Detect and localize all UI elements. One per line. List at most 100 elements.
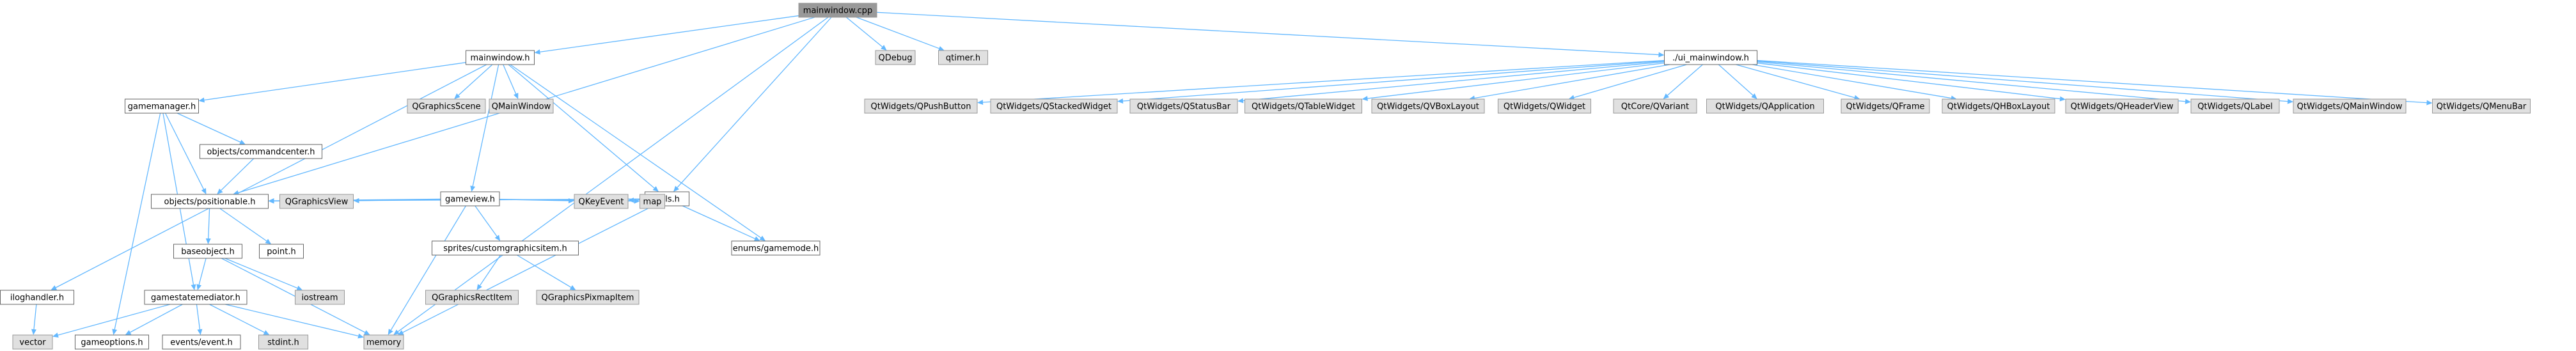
node-objects_positionable_h[interactable]: objects/positionable.h xyxy=(151,194,269,209)
edge-arrowhead xyxy=(1117,98,1124,104)
node-events_event_h[interactable]: events/event.h xyxy=(162,334,241,350)
edge-utils_h-to-memory xyxy=(397,205,654,335)
node-label: sprites/customgraphicsitem.h xyxy=(443,244,567,254)
edge-mainwindow_cpp-to-memory xyxy=(393,17,829,335)
node-mainwindow_h[interactable]: mainwindow.h xyxy=(466,50,535,65)
node-label: map xyxy=(643,198,662,207)
edge-line xyxy=(540,15,799,52)
node-label: vector xyxy=(19,338,46,348)
edge-arrowhead xyxy=(753,236,760,241)
node-qtwidgets_qstackedwidget: QtWidgets/QStackedWidget xyxy=(990,98,1118,114)
edge-ui_mainwindow_h-to-qtwidgets_qstatusbar xyxy=(1237,61,1665,104)
edge-ui_mainwindow_h-to-qtwidgets_qwidget xyxy=(1568,64,1687,100)
edge-line xyxy=(508,64,655,189)
node-gameview_h[interactable]: gameview.h xyxy=(440,191,500,207)
node-box xyxy=(1129,98,1238,114)
edge-line xyxy=(219,208,267,242)
edge-arrowhead xyxy=(569,285,576,290)
node-label: QtWidgets/QVBoxLayout xyxy=(1377,102,1479,112)
edge-line xyxy=(510,64,762,238)
edge-line xyxy=(1757,60,2288,102)
edge-arrowhead xyxy=(265,238,272,244)
edge-arrowhead xyxy=(197,329,203,335)
node-qgraphicsview: QGraphicsView xyxy=(279,194,354,209)
node-box xyxy=(2432,98,2531,114)
node-box xyxy=(258,334,308,350)
node-gamestatemediator_h[interactable]: gamestatemediator.h xyxy=(144,290,247,305)
node-baseobject_h[interactable]: baseobject.h xyxy=(173,244,242,259)
node-box xyxy=(0,290,74,305)
node-box xyxy=(798,3,877,18)
edge-line xyxy=(221,258,365,333)
edge-mainwindow_cpp-to-mainwindow_h xyxy=(534,15,799,55)
node-qmainwindow: QMainWindow xyxy=(489,98,554,114)
node-box xyxy=(938,50,988,65)
edge-arrowhead xyxy=(296,285,303,291)
node-point_h[interactable]: point.h xyxy=(259,244,304,259)
edge-line xyxy=(677,17,832,188)
edge-arrowhead xyxy=(388,329,393,335)
edge-arrowhead xyxy=(357,333,364,339)
node-mainwindow_cpp[interactable]: mainwindow.cpp xyxy=(798,3,877,18)
node-objects_commandcenter_h[interactable]: objects/commandcenter.h xyxy=(200,144,322,159)
node-box xyxy=(440,191,500,207)
edge-line xyxy=(1736,64,1855,98)
node-label: QtWidgets/QMenuBar xyxy=(2437,102,2527,112)
edge-arrowhead xyxy=(196,284,202,290)
edge-arrowhead xyxy=(1362,96,1368,101)
node-box xyxy=(200,144,322,159)
edge-gamemanager_h-to-gameoptions_h xyxy=(112,113,161,335)
node-qdebug: QDebug xyxy=(875,50,916,65)
edge-line xyxy=(33,304,37,330)
node-box xyxy=(1613,98,1697,114)
node-label: iloghandler.h xyxy=(10,293,64,303)
edge-line xyxy=(1757,62,2061,100)
node-memory: memory xyxy=(363,334,404,350)
edge-gameview_h-to-qkeyevent xyxy=(499,198,574,204)
node-box xyxy=(2190,98,2280,114)
node-box xyxy=(12,334,53,350)
edge-line xyxy=(1122,60,1665,102)
edge-line xyxy=(130,304,183,333)
node-enums_gamemode_h[interactable]: enums/gamemode.h xyxy=(731,240,821,256)
edge-gamestatemediator_h-to-stdint_h xyxy=(209,304,270,335)
node-qtwidgets_qapplication: QtWidgets/QApplication xyxy=(1706,98,1824,114)
node-gamemanager_h[interactable]: gamemanager.h xyxy=(125,98,199,114)
edge-line xyxy=(517,254,572,288)
edge-gamemanager_h-to-objects_positionable_h xyxy=(164,113,207,194)
edge-line xyxy=(475,205,498,237)
edge-line xyxy=(1367,63,1665,99)
node-box xyxy=(125,98,199,114)
edge-line xyxy=(164,113,204,190)
node-box xyxy=(425,290,519,305)
node-label: gameoptions.h xyxy=(81,338,143,348)
edge-baseobject_h-to-iostream xyxy=(224,258,303,291)
node-label: QtWidgets/QTableWidget xyxy=(1252,102,1355,112)
node-label: QtWidgets/QWidget xyxy=(1504,102,1585,112)
edge-ui_mainwindow_h-to-qtwidgets_qmainwindow xyxy=(1757,60,2293,104)
edge-arrowhead xyxy=(1751,93,1757,99)
edge-ui_mainwindow_h-to-qtwidgets_qstackedwidget xyxy=(1117,60,1665,104)
node-qtwidgets_qframe: QtWidgets/QFrame xyxy=(1841,98,1930,114)
edge-ui_mainwindow_h-to-qtcore_qvariant xyxy=(1663,64,1703,99)
node-vector: vector xyxy=(12,334,53,350)
edge-mainwindow_cpp-to-utils_h xyxy=(673,17,832,192)
edge-arrowhead xyxy=(652,186,659,192)
node-label: QtWidgets/QHBoxLayout xyxy=(1947,102,2050,112)
node-qtwidgets_qmainwindow: QtWidgets/QMainWindow xyxy=(2293,98,2407,114)
node-label: QGraphicsRectItem xyxy=(432,293,512,303)
node-label: QMainWindow xyxy=(492,102,551,112)
node-gameoptions_h[interactable]: gameoptions.h xyxy=(75,334,149,350)
node-qgraphicsrectitem: QGraphicsRectItem xyxy=(425,290,519,305)
edge-ui_mainwindow_h-to-qtwidgets_qapplication xyxy=(1718,64,1757,99)
node-label: objects/commandcenter.h xyxy=(207,148,315,157)
node-iloghandler_h[interactable]: iloghandler.h xyxy=(0,290,74,305)
node-ui_mainwindow_h[interactable]: ./ui_mainwindow.h xyxy=(1664,50,1757,65)
node-label: gameview.h xyxy=(445,195,495,205)
edge-gameview_h-to-sprites_customgraphicsitem_h xyxy=(475,205,501,241)
edge-line xyxy=(390,205,466,331)
node-box xyxy=(1841,98,1930,114)
node-sprites_customgraphicsitem_h[interactable]: sprites/customgraphicsitem.h xyxy=(432,240,579,256)
edge-arrowhead xyxy=(1658,52,1665,58)
edge-arrowhead xyxy=(1237,98,1244,104)
